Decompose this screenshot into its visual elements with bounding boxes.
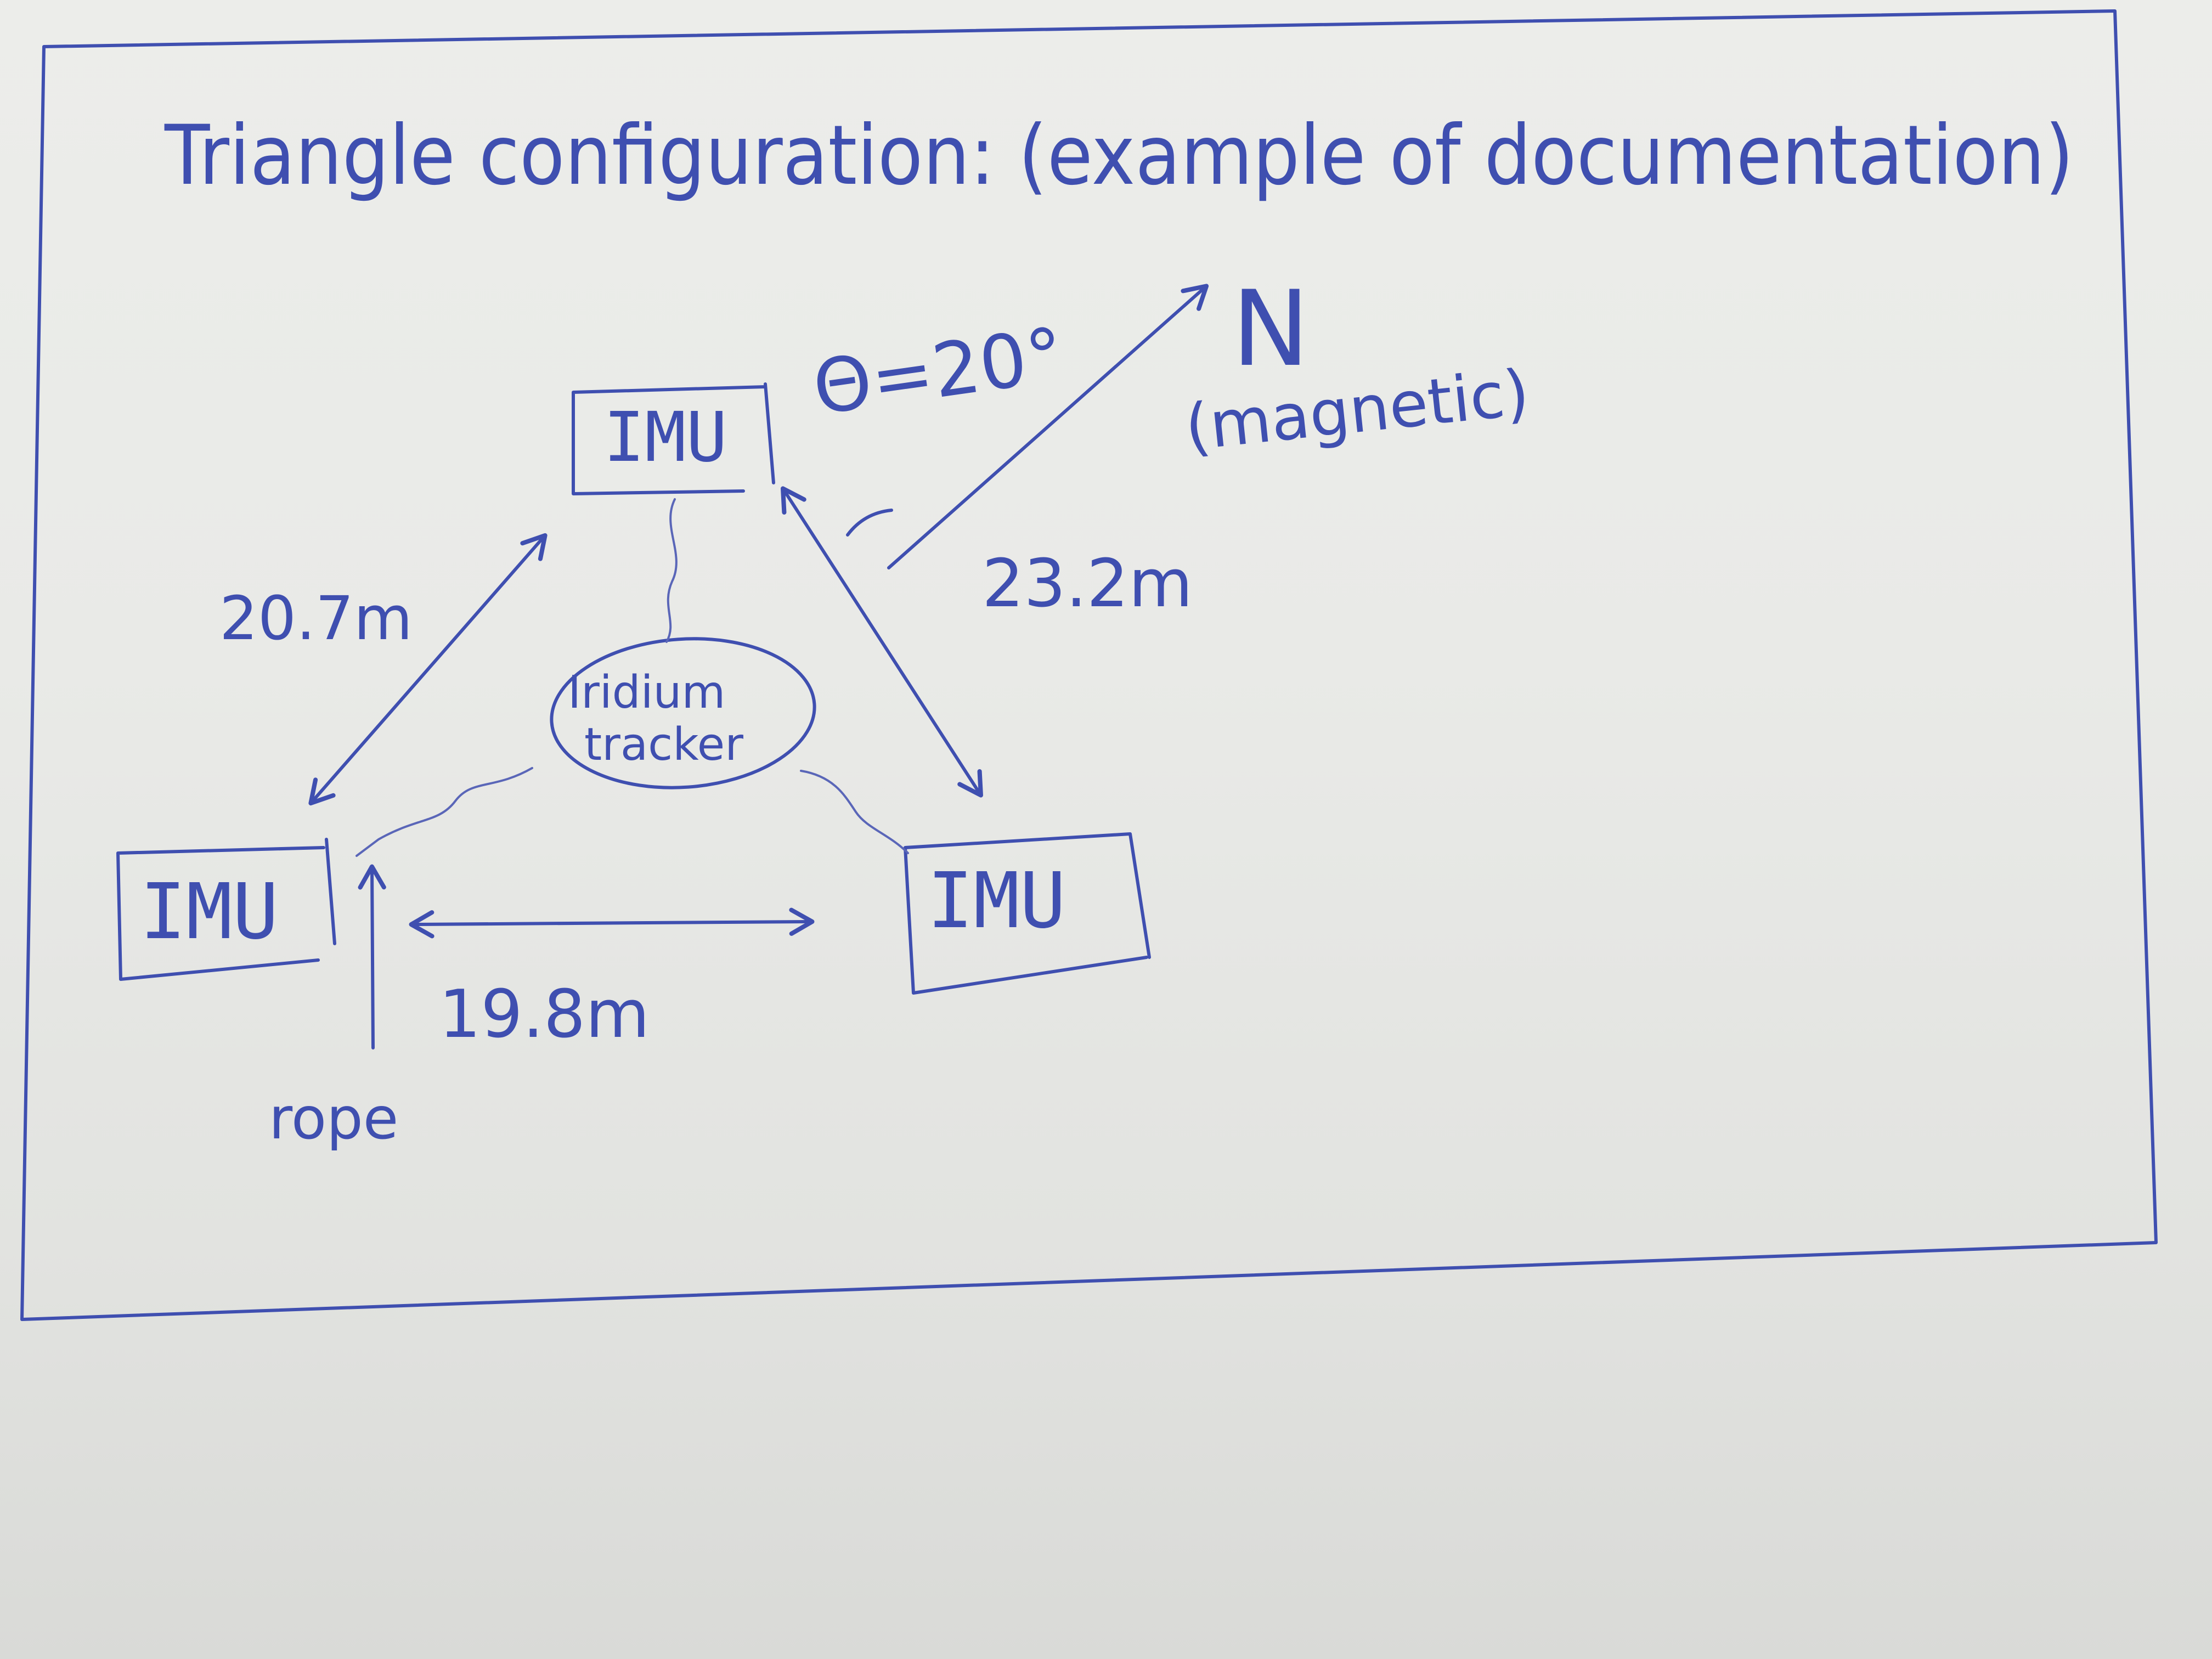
imu-label-top: IMU [603,398,727,477]
north-label: N [1232,268,1310,390]
arrow-bottom [409,907,815,939]
distance-top-left: 20.7m [219,583,413,653]
imu-box-right: IMU [904,832,1151,995]
rope-label: rope [269,1085,398,1152]
distance-bottom: 19.8m [439,977,650,1053]
arrow-top-left [308,533,548,806]
iridium-tracker: Iridium tracker [550,637,816,789]
diagram-title: Triangle configuration: (example of docu… [164,108,2074,204]
frame-border [20,9,2158,1321]
wire-to-right-imu [800,770,909,854]
imu-box-top: IMU [572,382,775,495]
imu-label-left: IMU [140,867,279,957]
imu-box-left: IMU [116,838,336,981]
imu-label-right: IMU [927,856,1066,946]
wire-to-left-imu [356,767,533,857]
angle-label: Θ=20° [808,311,1069,431]
tracker-line-2: tracker [584,719,743,771]
arrow-top-right [781,486,983,798]
wire-to-top-imu [665,498,678,643]
angle-arc [846,509,893,537]
rope-line [358,864,386,1049]
tracker-line-1: Iridium [568,667,725,719]
distance-top-right: 23.2m [982,546,1193,622]
